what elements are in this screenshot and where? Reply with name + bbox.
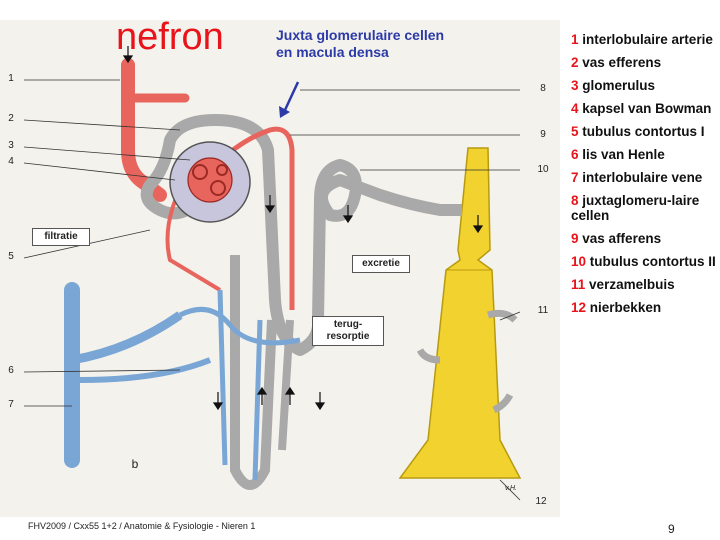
legend-num: 4 <box>571 101 579 116</box>
legend-num: 1 <box>571 32 579 47</box>
legend-text: nierbekken <box>589 300 662 315</box>
legend-text: vas afferens <box>582 231 662 246</box>
legend-item: 5 tubulus contortus I <box>571 124 717 139</box>
legend-num: 3 <box>571 78 579 93</box>
legend-num: 2 <box>571 55 579 70</box>
legend-item: 1 interlobulaire arterie <box>571 32 717 47</box>
label-4: 4 <box>8 156 14 167</box>
slide-title: nefron <box>116 16 224 58</box>
legend-text: interlobulaire arterie <box>582 32 713 47</box>
legend-text: interlobulaire vene <box>582 170 703 185</box>
nephron-illustration <box>23 46 522 501</box>
label-5: 5 <box>8 251 14 262</box>
filtratie-box: filtratie <box>32 228 90 246</box>
label-2: 2 <box>8 113 14 124</box>
excretie-box: excretie <box>352 255 410 273</box>
nephron-diagram: 1 2 3 4 5 6 7 8 9 10 11 12 filtratie exc… <box>0 20 560 517</box>
legend-num: 9 <box>571 231 579 246</box>
terugresorptie-line1: terug- <box>333 319 363 330</box>
legend-text: vas efferens <box>582 55 662 70</box>
legend-num: 10 <box>571 254 587 269</box>
collecting-duct <box>398 147 522 479</box>
legend-item: 4 kapsel van Bowman <box>571 101 717 116</box>
legend-item: 11 verzamelbuis <box>571 277 717 292</box>
label-7: 7 <box>8 399 14 410</box>
footer-text: FHV2009 / Cxx55 1+2 / Anatomie & Fysiolo… <box>28 521 256 531</box>
interlobular-artery <box>121 58 167 202</box>
tubulus-contortus <box>140 114 462 356</box>
callout-line2: en macula densa <box>276 44 389 60</box>
terugresorptie-line2: resorptie <box>326 331 370 342</box>
glomerulus <box>187 157 233 203</box>
legend-item: 8 juxtaglomeru-laire cellen <box>571 193 717 223</box>
legend-text: lis van Henle <box>582 147 665 162</box>
legend-text: tubulus contortus I <box>582 124 705 139</box>
callout-text: Juxta glomerulaire cellen en macula dens… <box>276 27 516 61</box>
legend-item: 12 nierbekken <box>571 300 717 315</box>
page-number: 9 <box>668 522 675 536</box>
terugresorptie-box: terug- resorptie <box>312 316 384 346</box>
legend-item: 3 glomerulus <box>571 78 717 93</box>
legend-num: 8 <box>571 193 579 208</box>
legend-num: 5 <box>571 124 579 139</box>
legend-num: 11 <box>571 277 586 292</box>
legend-item: 6 lis van Henle <box>571 147 717 162</box>
label-11: 11 <box>537 305 549 316</box>
label-1: 1 <box>8 73 14 84</box>
label-6: 6 <box>8 365 14 376</box>
legend-text: kapsel van Bowman <box>582 101 712 116</box>
legend-text: tubulus contortus II <box>589 254 716 269</box>
legend-item: 9 vas afferens <box>571 231 717 246</box>
legend-num: 6 <box>571 147 579 162</box>
figure-letter: b <box>131 457 139 471</box>
label-12: 12 <box>535 496 547 507</box>
legend-text: glomerulus <box>582 78 656 93</box>
legend-text: juxtaglomeru-laire cellen <box>571 193 700 223</box>
label-8: 8 <box>540 83 546 94</box>
legend-num: 7 <box>571 170 579 185</box>
legend-item: 10 tubulus contortus II <box>571 254 717 269</box>
label-3: 3 <box>8 140 14 151</box>
legend-item: 7 interlobulaire vene <box>571 170 717 185</box>
legend-num: 12 <box>571 300 587 315</box>
legend-item: 2 vas efferens <box>571 55 717 70</box>
label-9: 9 <box>540 129 546 140</box>
callout-line1: Juxta glomerulaire cellen <box>276 27 445 43</box>
legend-text: verzamelbuis <box>589 277 675 292</box>
legend: 1 interlobulaire arterie 2 vas efferens … <box>571 32 717 323</box>
lis-van-henle <box>230 255 277 490</box>
artist-signature: v.H. <box>505 485 517 492</box>
label-10: 10 <box>537 164 549 175</box>
